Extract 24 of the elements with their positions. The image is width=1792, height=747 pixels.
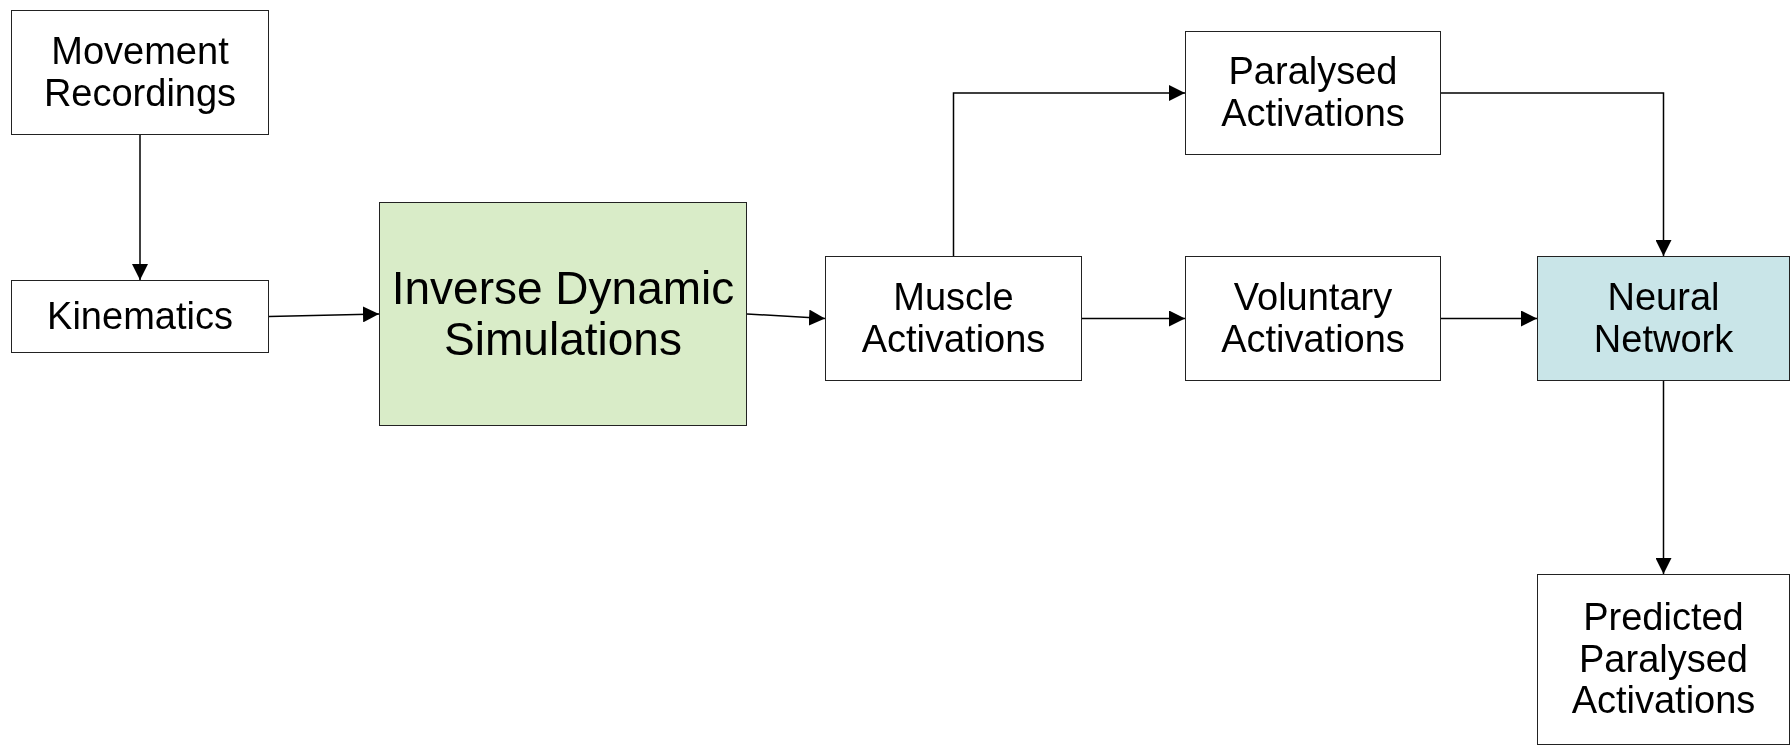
process-box <box>379 202 747 426</box>
arrow <box>746 309 826 326</box>
box-label: Paralysed Activations <box>1220 51 1406 135</box>
arrow <box>1081 310 1186 327</box>
box-label: Voluntary Activations <box>1220 276 1406 361</box>
arrow <box>952 85 1186 257</box>
process-box <box>11 280 269 353</box>
box-label: Muscle Activations <box>860 276 1047 361</box>
process-box <box>825 256 1082 381</box>
arrow <box>132 134 148 281</box>
process-box <box>1185 31 1441 155</box>
box-label: Neural Network <box>1592 276 1735 361</box>
process-box <box>1537 256 1790 381</box>
arrow <box>1655 380 1672 575</box>
arrow <box>1440 310 1538 327</box>
box-label: Movement Recordings <box>42 30 238 115</box>
process-box <box>11 10 269 135</box>
box-label: Predicted Paralysed Activations <box>1570 596 1757 723</box>
box-label: Kinematics <box>46 295 234 338</box>
process-box <box>1185 256 1441 381</box>
arrow <box>1440 92 1672 257</box>
box-label: Inverse Dynamic Simulations <box>390 263 736 365</box>
process-box <box>1537 574 1790 745</box>
arrow <box>268 306 380 323</box>
